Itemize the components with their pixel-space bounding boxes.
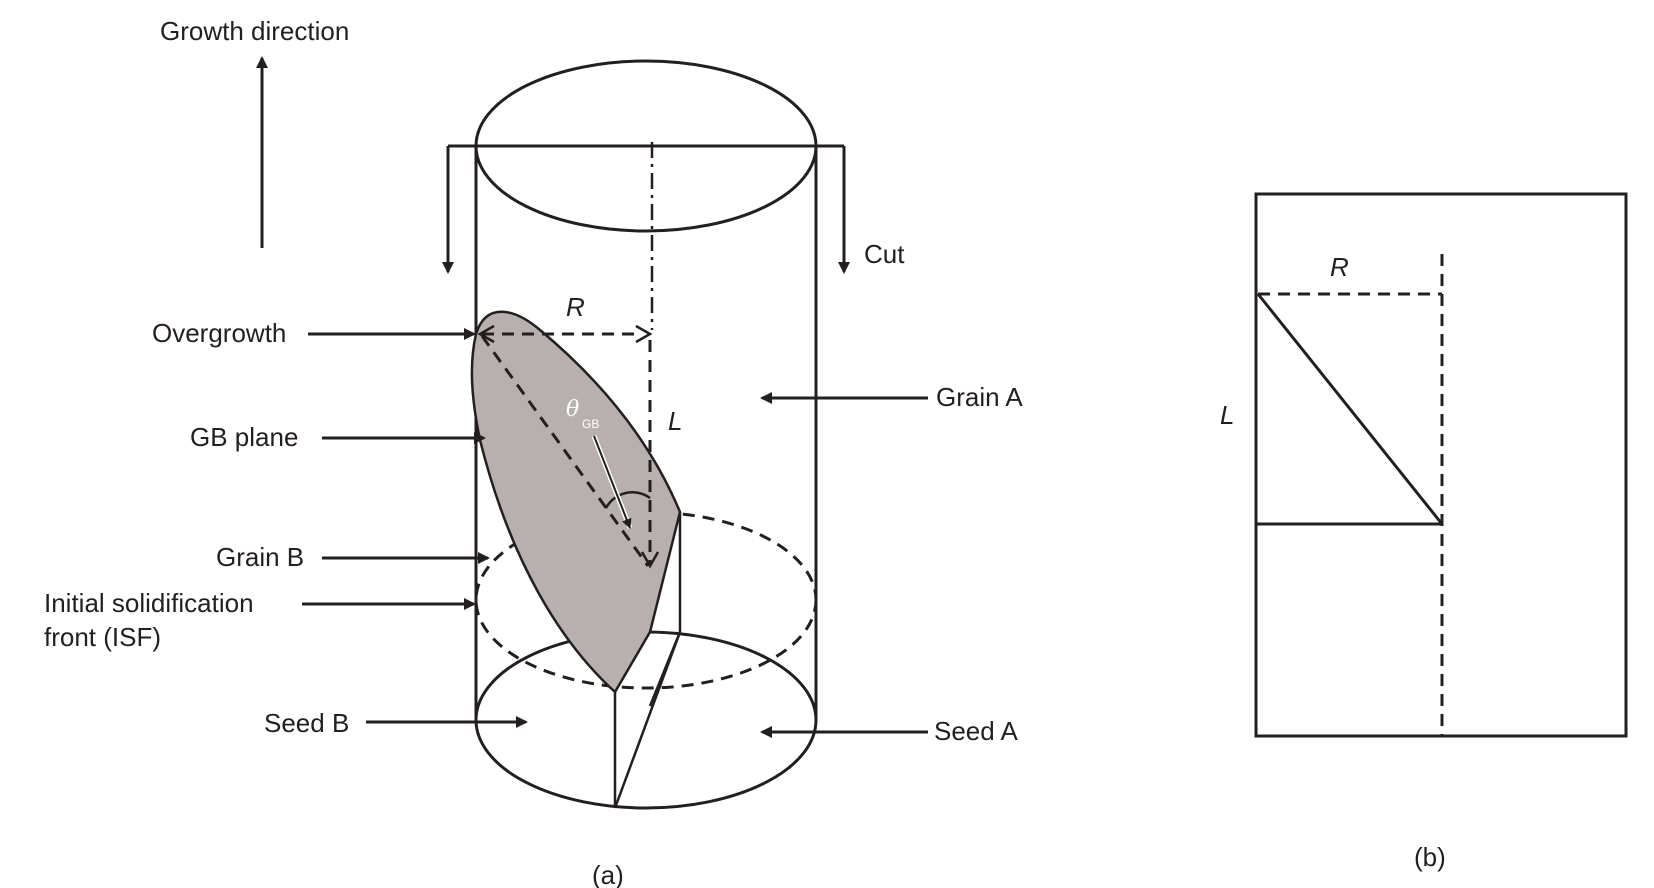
isf-label-line2: front (ISF) xyxy=(44,622,161,652)
grain-b-label: Grain B xyxy=(216,542,304,572)
grain-a-label: Grain A xyxy=(936,382,1023,412)
panel-a-caption: (a) xyxy=(592,860,624,888)
r-arrowhead-right xyxy=(635,324,653,344)
theta-subscript: GB xyxy=(582,417,599,431)
r-label-a: R xyxy=(566,292,585,322)
l-label-a: L xyxy=(668,406,682,436)
cylinder-bottom-front-arc xyxy=(474,719,818,810)
r-label-b: R xyxy=(1330,252,1349,282)
overgrowth-label: Overgrowth xyxy=(152,318,286,348)
l-arrowhead-bottom xyxy=(640,551,660,569)
cut-label: Cut xyxy=(864,239,905,269)
cylinder-bottom-back-arc xyxy=(474,630,818,721)
seed-boundary-lower-diagonal xyxy=(613,631,682,809)
growth-direction-label: Growth direction xyxy=(160,16,349,46)
seed-b-label: Seed B xyxy=(264,708,349,738)
panel-b: R L (b) xyxy=(1220,192,1628,872)
l-label-b: L xyxy=(1220,400,1234,430)
r-arrowhead-left xyxy=(477,324,495,344)
theta-symbol: θ xyxy=(566,397,579,422)
panel-b-caption: (b) xyxy=(1414,842,1446,872)
gb-plane-label: GB plane xyxy=(190,422,298,452)
gb-plane-shape xyxy=(470,310,682,694)
theta-pointer-arrow xyxy=(593,435,632,529)
theta-angle-arc xyxy=(604,491,651,509)
section-gb-line xyxy=(1256,293,1444,525)
isf-label-line1: Initial solidification xyxy=(44,588,254,618)
panel-a: Growth direction Cut R L xyxy=(44,16,1023,888)
seed-a-label: Seed A xyxy=(934,716,1019,746)
gb-diagonal-dashed xyxy=(480,335,650,567)
